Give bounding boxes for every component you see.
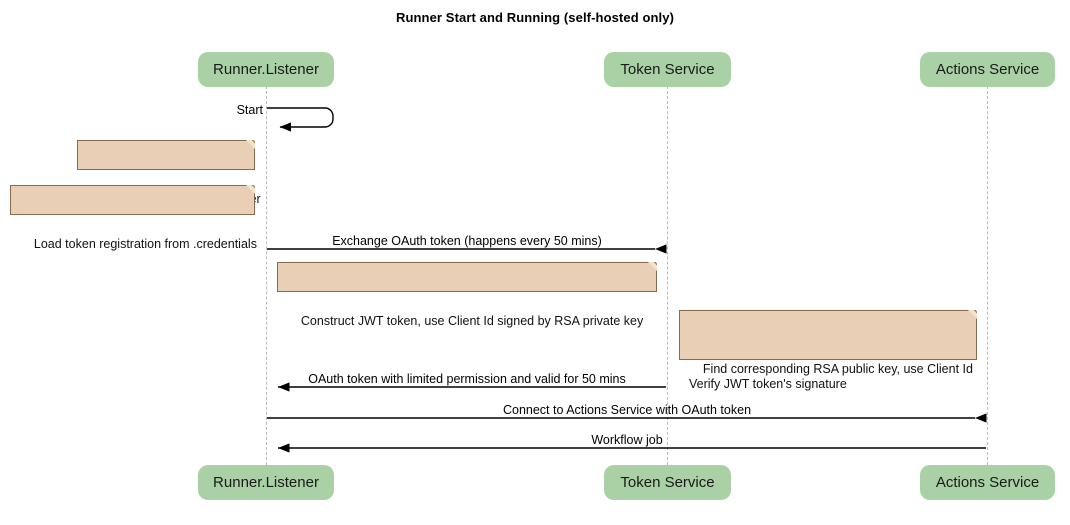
participant-actions-top[interactable]: Actions Service — [920, 52, 1055, 87]
participant-runner-bottom[interactable]: Runner.Listener — [198, 465, 334, 500]
participant-label: Token Service — [620, 474, 715, 491]
message-label-text: OAuth token with limited permission and … — [308, 372, 626, 386]
note-load-token-registration: Load token registration from .credential… — [10, 185, 257, 251]
self-message-label-text: Start — [236, 103, 263, 117]
participant-actions-bottom[interactable]: Actions Service — [920, 465, 1055, 500]
lifeline-token — [667, 86, 668, 465]
lifeline-actions — [987, 86, 988, 465]
participant-label: Runner.Listener — [213, 61, 319, 78]
note-load-config: Load config info from .runner — [77, 140, 261, 206]
note-dogear-fold-icon — [245, 140, 255, 150]
note-dogear-fold-icon — [245, 185, 255, 195]
participant-label: Token Service — [620, 61, 715, 78]
note-construct-jwt: Construct JWT token, use Client Id signe… — [277, 262, 657, 328]
message-label-m2: OAuth token with limited permission and … — [267, 372, 667, 386]
note-dogear-fold-icon — [647, 262, 657, 272]
message-label-text: Connect to Actions Service with OAuth to… — [502, 403, 752, 417]
message-label-m3: Connect to Actions Service with OAuth to… — [267, 403, 987, 417]
participant-token-bottom[interactable]: Token Service — [604, 465, 731, 500]
note-verify-jwt: Find corresponding RSA public key, use C… — [679, 310, 977, 391]
participant-label: Actions Service — [935, 474, 1040, 491]
message-label-text: Workflow job — [591, 433, 663, 447]
note-text: Find corresponding RSA public key, use C… — [689, 362, 973, 391]
note-text: Load token registration from .credential… — [33, 237, 257, 251]
participant-label: Runner.Listener — [213, 474, 319, 491]
diagram-title: Runner Start and Running (self-hosted on… — [395, 10, 675, 25]
note-text: Construct JWT token, use Client Id signe… — [300, 314, 644, 328]
participant-label: Actions Service — [935, 61, 1040, 78]
message-label-m1: Exchange OAuth token (happens every 50 m… — [267, 234, 667, 248]
participant-runner-top[interactable]: Runner.Listener — [198, 52, 334, 87]
note-dogear-fold-icon — [967, 310, 977, 320]
self-message-start-path — [267, 107, 334, 132]
message-label-text: Exchange OAuth token (happens every 50 m… — [332, 234, 602, 248]
participant-token-top[interactable]: Token Service — [604, 52, 731, 87]
self-message-start-label: Start — [188, 103, 263, 117]
lifeline-runner — [266, 86, 267, 465]
message-label-m4: Workflow job — [267, 433, 987, 447]
